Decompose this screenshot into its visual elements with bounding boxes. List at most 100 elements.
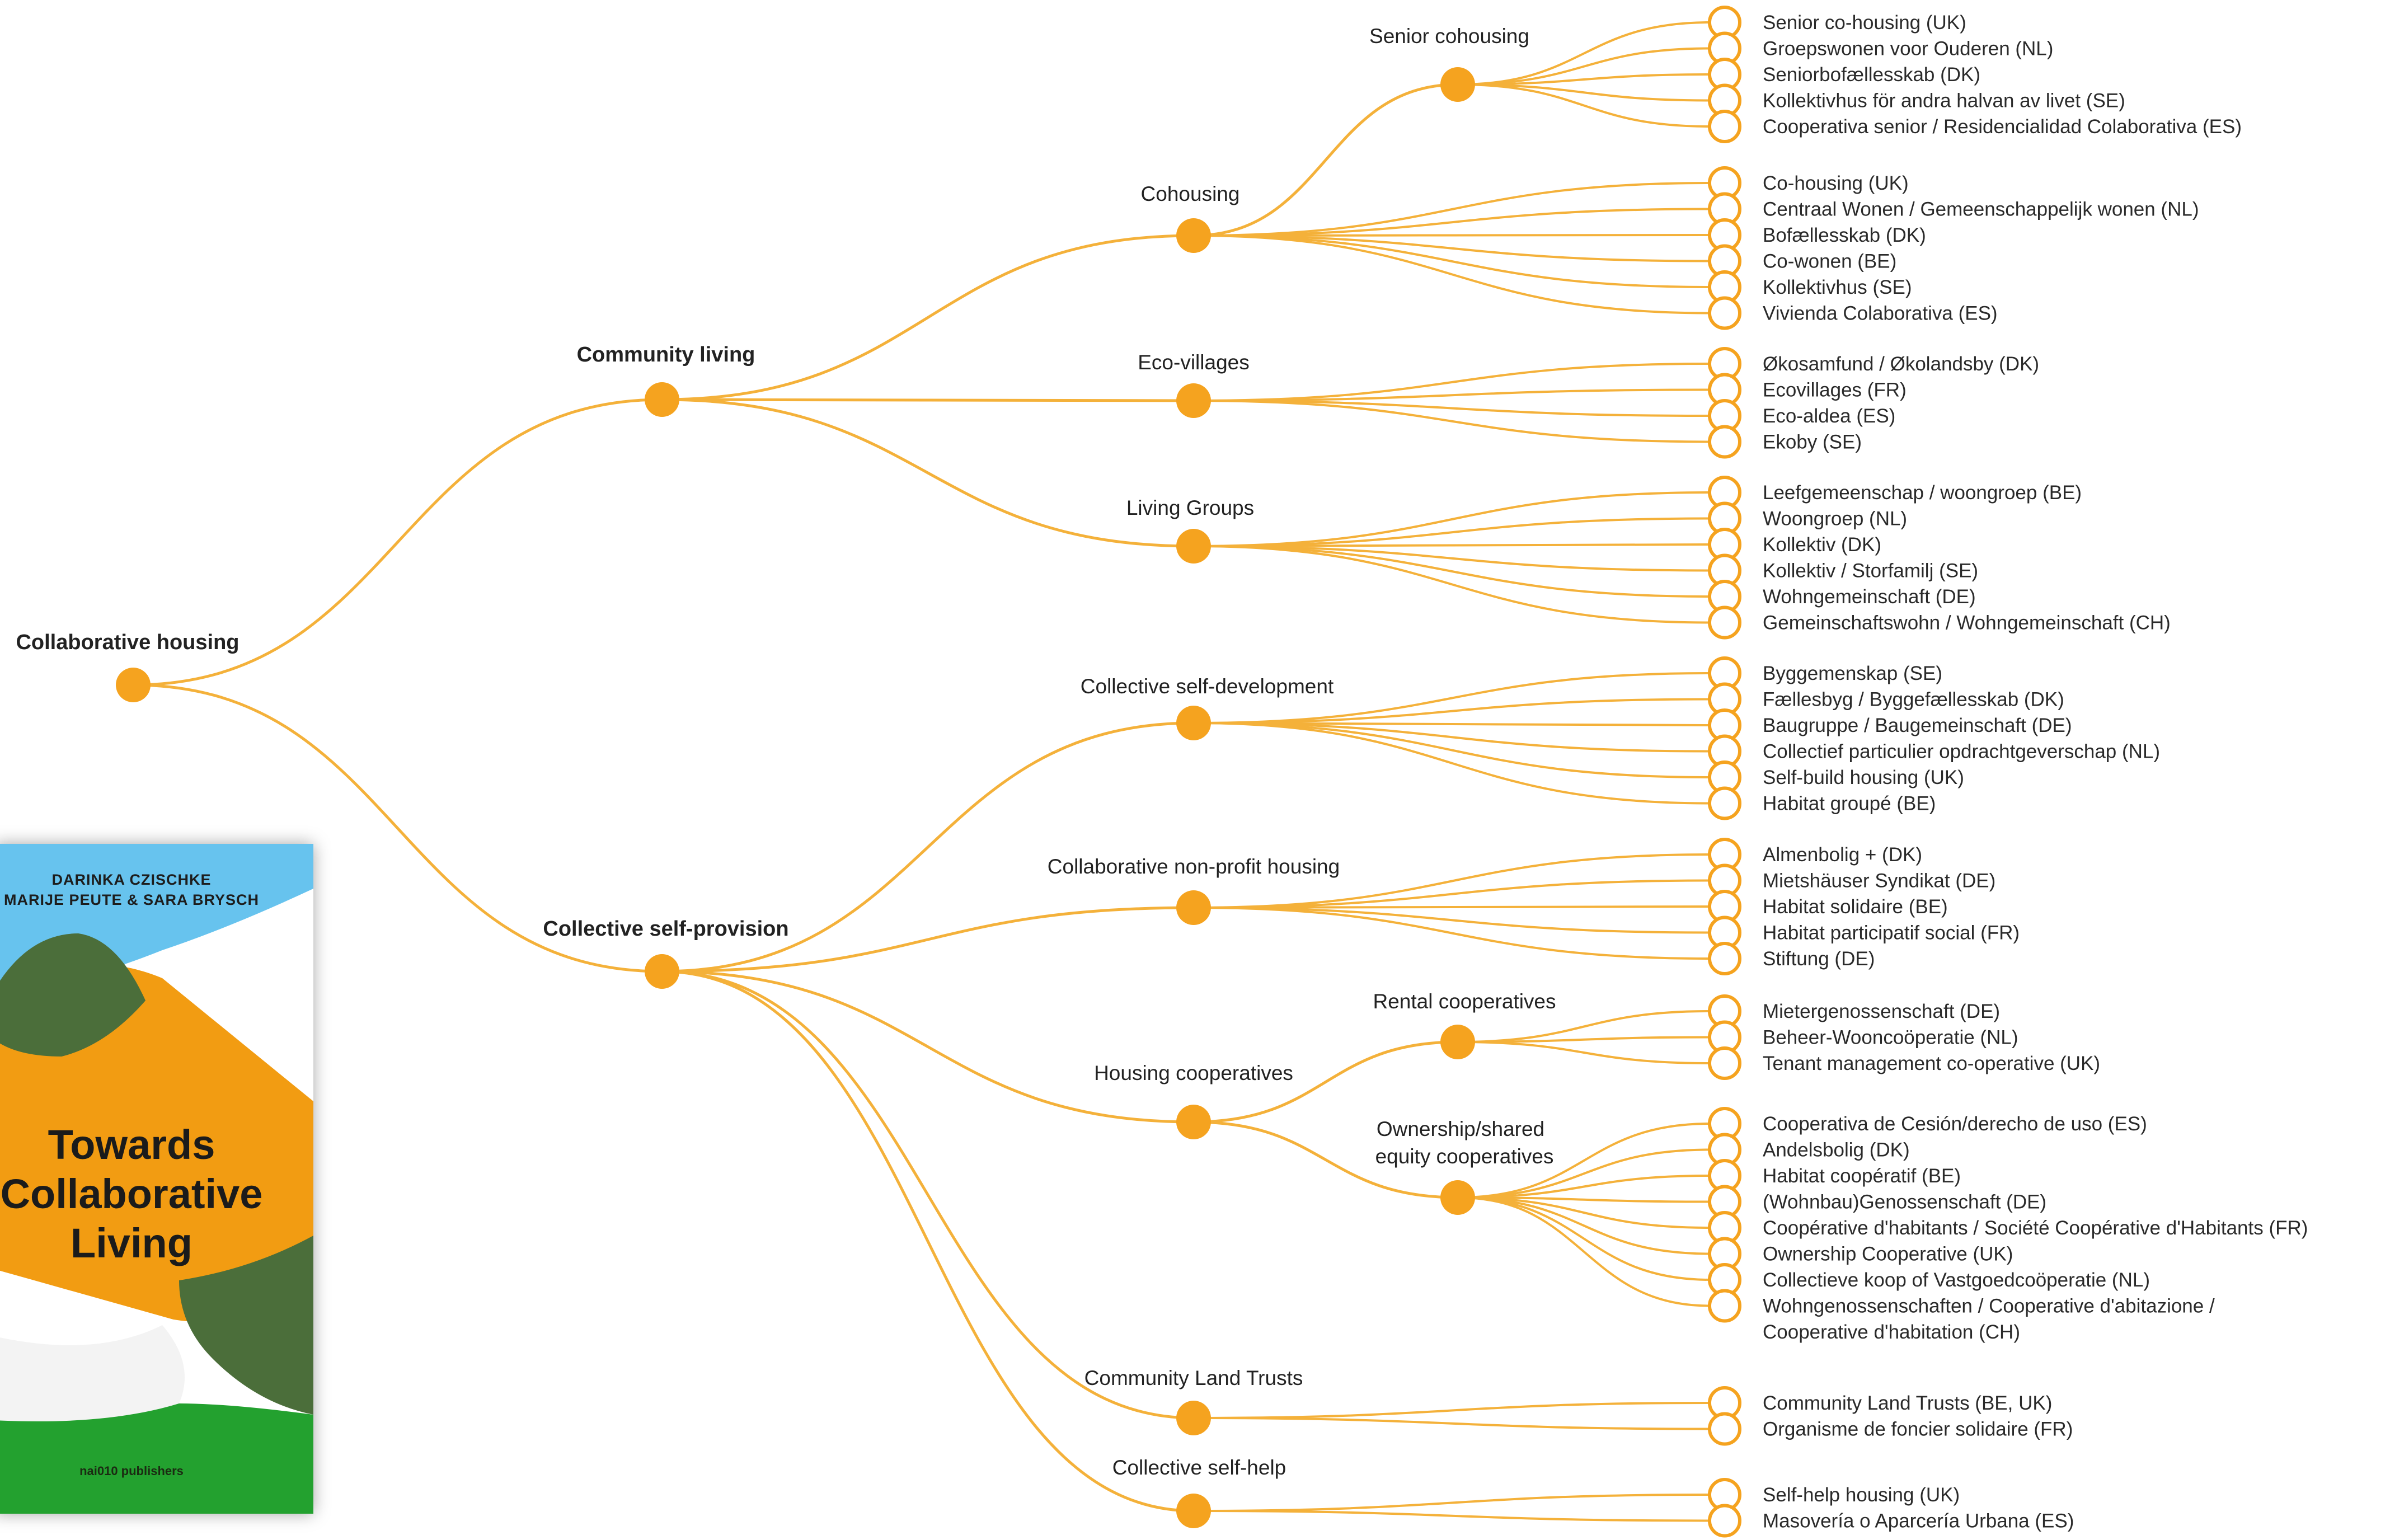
type-label-collective-self-development: Collective self-development — [1081, 675, 1334, 698]
type-dot-0-0 — [1176, 218, 1211, 253]
labels: Collaborative housing Community living C… — [16, 12, 2308, 1532]
node-dots — [116, 67, 1475, 1528]
subtype-dot-1-2-1 — [1440, 1180, 1475, 1215]
leaf-label: Byggemenskap (SE) — [1763, 663, 1942, 684]
leaf-branch — [1193, 722, 1711, 726]
subtype-dot-0-0-0 — [1440, 67, 1475, 102]
branch-root-group-1 — [133, 683, 663, 973]
leaf-branch — [1193, 234, 1711, 288]
type-dot-0-2 — [1176, 529, 1211, 564]
cover-green-shape — [0, 1403, 313, 1514]
leaf-branch — [1193, 1402, 1711, 1419]
cover-orange-shape — [0, 964, 313, 1322]
leaf-branch — [1193, 234, 1711, 237]
leaf-branch — [1457, 1175, 1711, 1199]
root-dot — [116, 668, 151, 702]
leaf-label: Community Land Trusts (BE, UK) — [1763, 1392, 2052, 1414]
leaf-branch — [1193, 1510, 1711, 1522]
type-dot-1-0 — [1176, 706, 1211, 740]
leaf-branch — [1193, 907, 1711, 934]
leaf-label: Ecovillages (FR) — [1763, 379, 1907, 401]
branch-group-0-type-1 — [661, 398, 1194, 402]
leaf-label: Habitat participatif social (FR) — [1763, 922, 2020, 944]
type-label-housing-cooperatives: Housing cooperatives — [1094, 1062, 1293, 1084]
leaf-labels: Senior co-housing (UK) Groepswonen voor O… — [1763, 12, 2308, 1532]
leaf-branch — [1193, 905, 1711, 909]
leaf-label: Cooperativa senior / Residencialidad Col… — [1763, 116, 2242, 138]
leaf-branch — [1193, 907, 1711, 960]
leaf-label: Wohngenossenschaften / Cooperative d'abi… — [1763, 1295, 2215, 1317]
book-cover: DARINKA CZISCHKE MARIJE PEUTE & SARA BRY… — [0, 844, 313, 1514]
leaf-label: Ownership Cooperative (UK) — [1763, 1243, 2013, 1265]
leaf-branch — [1457, 73, 1711, 86]
leaf-branch — [1457, 1196, 1711, 1229]
leaf-label: Centraal Wonen / Gemeenschappelijk wonen… — [1763, 199, 2199, 220]
branch-group-0-type-0 — [661, 234, 1194, 401]
leaf-label: (Wohnbau)Genossenschaft (DE) — [1763, 1191, 2046, 1213]
leaf-ring — [1708, 1289, 1741, 1323]
leaf-branch — [1193, 1494, 1711, 1512]
leaf-branch — [1193, 517, 1711, 547]
cover-dark-green-shape-lower — [179, 1236, 313, 1415]
leaf-label: Wohngemeinschaft (DE) — [1763, 586, 1976, 608]
leaf-ring — [1708, 296, 1741, 330]
leaf-label: Ekoby (SE) — [1763, 431, 1862, 453]
leaf-branch — [1193, 388, 1711, 402]
leaf-branch — [1457, 1196, 1711, 1307]
type-label-collaborative-non-profit-housing: Collaborative non-profit housing — [1048, 855, 1340, 878]
subtype-label-ownership-line2: equity cooperatives — [1375, 1145, 1554, 1168]
leaf-label: Habitat groupé (BE) — [1763, 793, 1936, 815]
leaf-branch — [1193, 1417, 1711, 1430]
leaf-label: Fællesbyg / Byggefællesskab (DK) — [1763, 689, 2064, 711]
leaf-branch — [1193, 208, 1711, 237]
leaf-branch-lines — [1193, 21, 1711, 1522]
leaf-label: Co-wonen (BE) — [1763, 251, 1896, 273]
leaf-label: Senior co-housing (UK) — [1763, 12, 1966, 34]
leaf-branch — [1457, 1196, 1711, 1281]
leaf-branch — [1193, 879, 1711, 909]
leaf-label: Habitat solidaire (BE) — [1763, 896, 1948, 918]
branch-lines — [133, 83, 1458, 1513]
leaf-ring — [1708, 1504, 1741, 1538]
branch-type-0-0-sub-0 — [1193, 83, 1458, 237]
branch-group-1-type-4 — [661, 970, 1194, 1513]
cover-publisher: nai010 publishers — [79, 1464, 184, 1478]
leaf-label: Self-build housing (UK) — [1763, 767, 1964, 788]
leaf-ring — [1708, 942, 1741, 975]
leaf-branch — [1457, 1123, 1711, 1199]
leaf-label: Organisme de foncier solidaire (FR) — [1763, 1419, 2073, 1440]
leaf-label: Mietergenossenschaft (DE) — [1763, 1001, 2000, 1022]
branch-type-1-2-sub-1 — [1193, 1120, 1458, 1199]
leaf-branch — [1193, 545, 1711, 572]
cover-authors-line1: DARINKA CZISCHKE — [51, 871, 212, 888]
cover-title-line2: Collaborative — [0, 1171, 263, 1217]
branch-group-1-type-2 — [661, 970, 1194, 1124]
leaf-label: Masovería o Aparcería Urbana (ES) — [1763, 1510, 2074, 1532]
leaf-branch — [1193, 543, 1711, 547]
leaf-branch — [1193, 545, 1711, 598]
leaf-label: Cooperativa de Cesión/derecho de uso (ES… — [1763, 1113, 2147, 1135]
leaf-branch — [1457, 1041, 1711, 1064]
leaf-label: Groepswonen voor Ouderen (NL) — [1763, 38, 2053, 60]
leaf-label: Gemeinschaftswohn / Wohngemeinschaft (CH… — [1763, 612, 2171, 634]
leaf-label: Collectief particulier opdrachtgeverscha… — [1763, 741, 2160, 763]
leaf-label: Beheer-Wooncoöperatie (NL) — [1763, 1027, 2018, 1049]
leaf-label: Kollektiv / Storfamilj (SE) — [1763, 560, 1978, 582]
leaf-branch — [1457, 21, 1711, 86]
leaf-branch — [1457, 83, 1711, 102]
leaf-branch — [1457, 1196, 1711, 1203]
leaf-label: Coopérative d'habitants / Société Coopér… — [1763, 1217, 2308, 1239]
branch-group-1-type-0 — [661, 721, 1194, 973]
leaf-label: Kollektivhus (SE) — [1763, 276, 1912, 298]
leaf-label: Collectieve koop of Vastgoedcoöperatie (… — [1763, 1269, 2150, 1291]
leaf-branch — [1193, 722, 1711, 805]
leaf-ring — [1708, 786, 1741, 820]
leaf-branch — [1457, 1148, 1711, 1199]
leaf-label: Leefgemeenschap / woongroep (BE) — [1763, 482, 2082, 504]
leaf-branch — [1457, 47, 1711, 86]
cover-title-line1: Towards — [48, 1121, 215, 1168]
leaf-label: Vivienda Colaborativa (ES) — [1763, 303, 1998, 325]
root-label: Collaborative housing — [16, 631, 239, 654]
leaf-branch — [1193, 722, 1711, 778]
branch-group-0-type-2 — [661, 398, 1194, 548]
